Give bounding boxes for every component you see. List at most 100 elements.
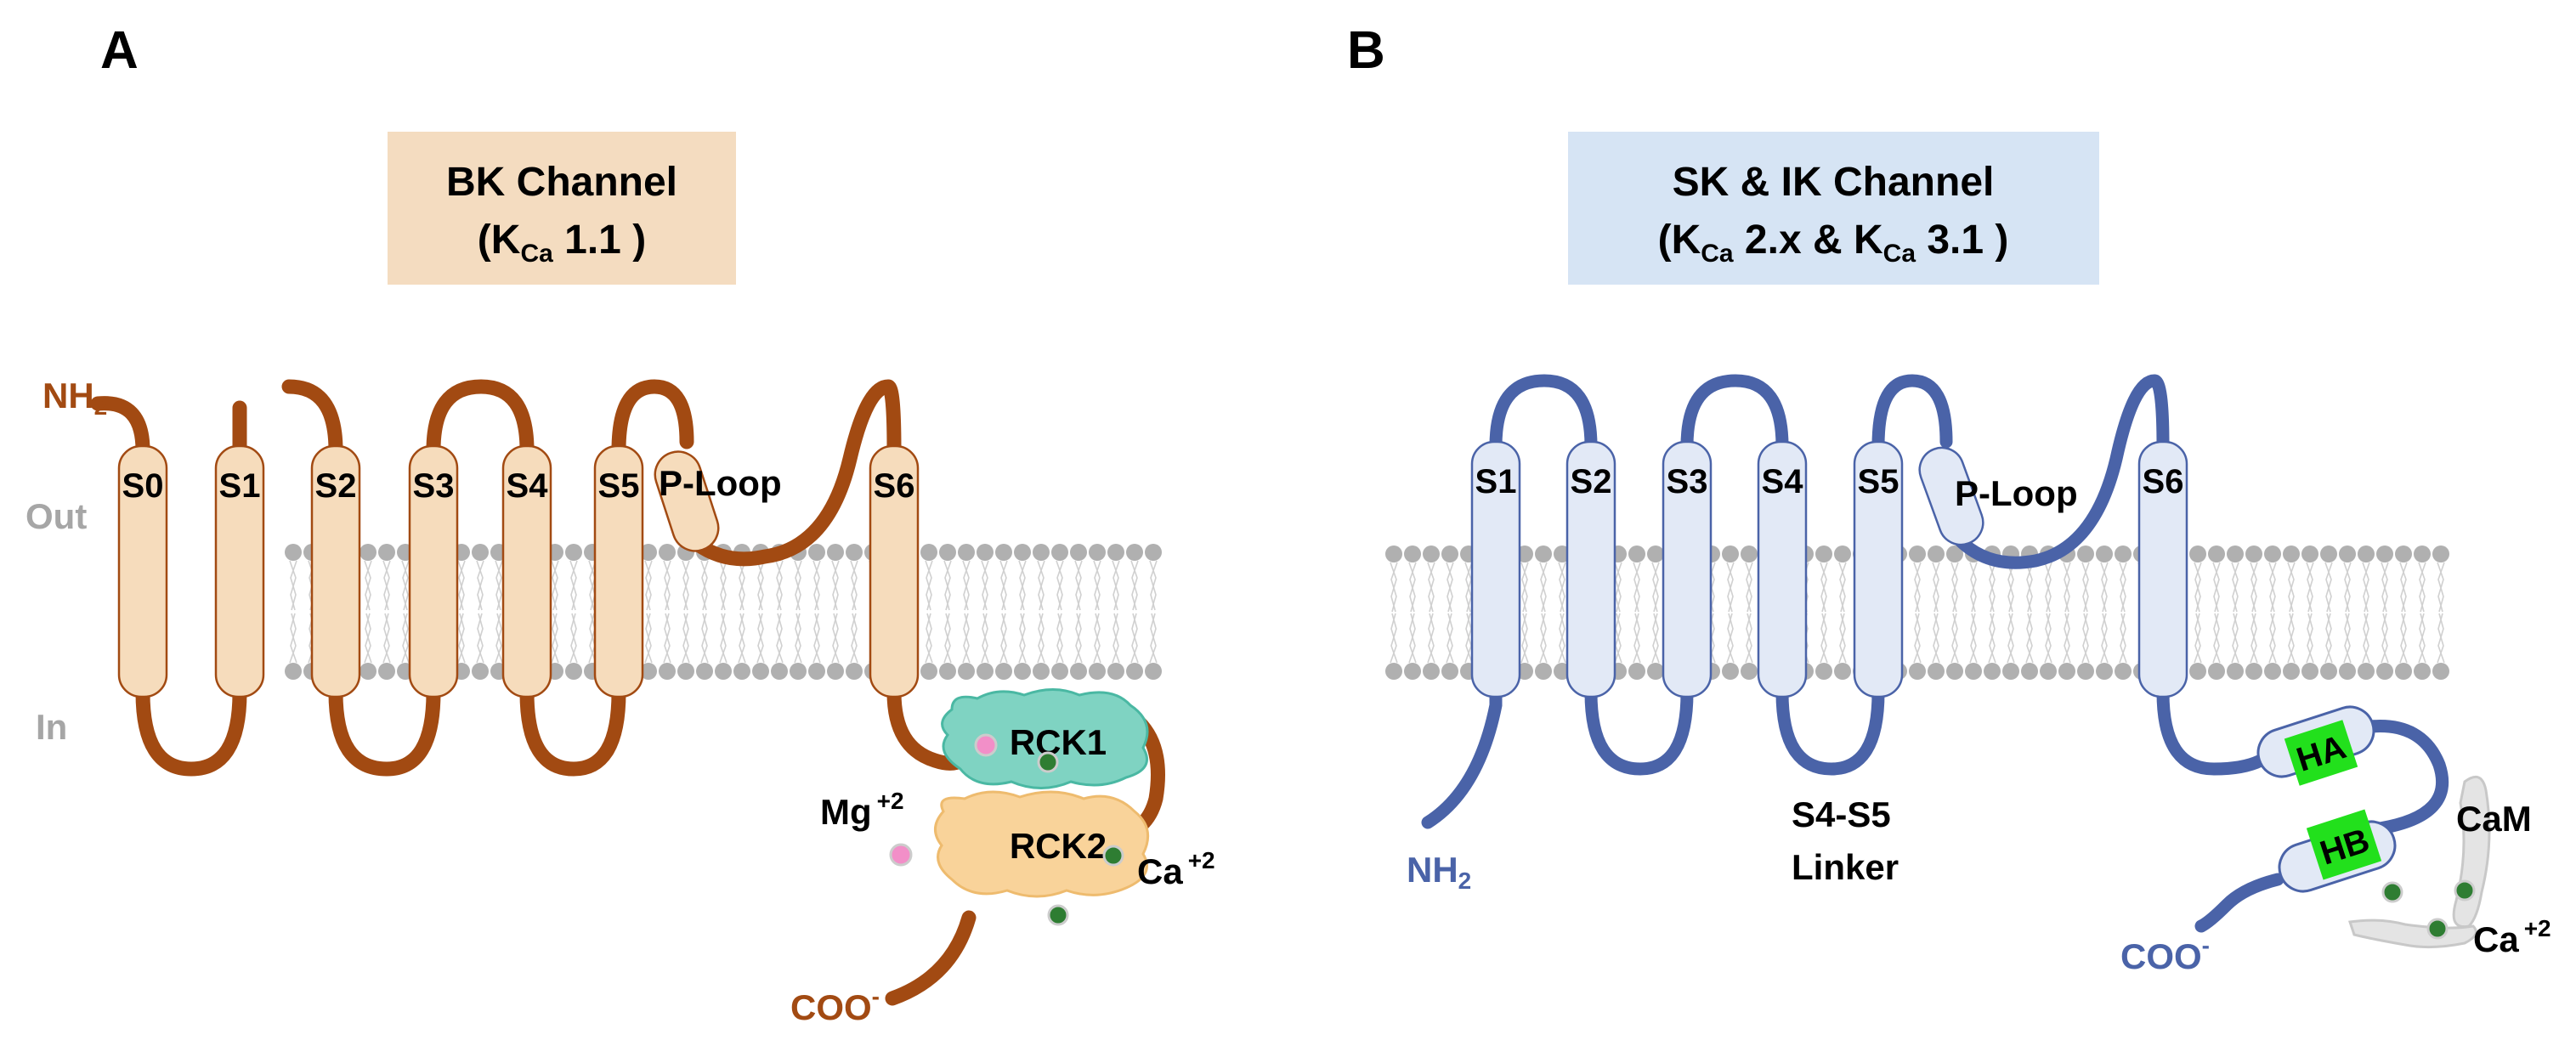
lipid-head <box>378 663 395 680</box>
lipid-head <box>472 663 489 680</box>
lipid-head <box>2432 663 2449 680</box>
lipid-head <box>846 544 863 561</box>
lipid-head <box>1033 663 1050 680</box>
panel-b-nh2-main: NH <box>1407 850 1458 890</box>
panel-b-s5-ploop <box>1871 374 1953 453</box>
lipid-head <box>920 663 937 680</box>
lipid-head <box>2358 545 2375 562</box>
lipid-head <box>1145 544 1162 561</box>
panel-a-helix-s2 <box>310 444 361 698</box>
lipid-tails <box>1037 560 1045 664</box>
lipid-tails <box>1056 560 1064 664</box>
lipid-head <box>1535 545 1552 562</box>
lipid-head <box>360 544 376 561</box>
lipid-head <box>1423 663 1440 680</box>
panel-b-coo-main: COO <box>2120 936 2202 976</box>
lipid-head <box>1385 545 1402 562</box>
panel-b-subtitle-open: (K <box>1658 218 1701 263</box>
lipid-tails <box>756 560 765 664</box>
lipid-head <box>715 663 732 680</box>
lipid-head <box>1815 545 1832 562</box>
lipid-tails <box>644 560 653 664</box>
panel-a-ploop-label: P-Loop <box>659 463 782 503</box>
lipid-tails <box>1969 562 1978 664</box>
panel-a-subtitle: (KCa 1.1 ) <box>478 218 646 268</box>
lipid-tails <box>495 560 503 664</box>
lipid-head <box>1033 544 1050 561</box>
linker-label-line1: S4-S5 <box>1792 794 1891 834</box>
panel-b-loop-s3-s4 <box>1680 374 1789 453</box>
lipid-tails <box>1446 562 1454 664</box>
lipid-tails <box>1913 562 1922 664</box>
lipid-head <box>1441 663 1458 680</box>
rck1-domain <box>941 688 1149 789</box>
lipid-tails <box>1745 562 1753 664</box>
lipid-head <box>677 663 694 680</box>
panel-b-segment-label-s1: S1 <box>1475 463 1517 500</box>
panel-b-letter: B <box>1347 21 1385 80</box>
lipid-tails <box>2081 562 2090 664</box>
panel-b-helix-s4 <box>1757 440 1808 698</box>
in-label: In <box>36 707 67 747</box>
lipid-tails <box>2194 562 2202 664</box>
panel-a-helix-s6 <box>869 444 920 698</box>
lipid-head <box>2264 663 2281 680</box>
lipid-tails <box>962 560 971 664</box>
lipid-head <box>1928 663 1945 680</box>
mg-label-main: Mg <box>820 792 872 832</box>
panel-a-ploop-helix <box>654 450 720 552</box>
lipid-head <box>1628 545 1645 562</box>
lipid-head <box>565 663 582 680</box>
panel-b-coo-label: COO- <box>2120 932 2210 976</box>
lipid-head <box>1946 545 1963 562</box>
lipid-tails <box>2381 562 2389 664</box>
panel-b-ca-sup: +2 <box>2524 915 2551 941</box>
lipid-head <box>2395 663 2412 680</box>
ca-ion-rck2 <box>1102 845 1124 867</box>
lipid-tails <box>1558 562 1566 664</box>
lipid-head <box>1722 663 1739 680</box>
panel-b-helix-s2 <box>1565 440 1616 698</box>
lipid-head <box>2395 545 2412 562</box>
lipid-head <box>1965 663 1982 680</box>
panel-a-helix-s5 <box>593 444 644 698</box>
lipid-head <box>2283 663 2300 680</box>
panel-b-nh2-label: NH2 <box>1407 850 1471 894</box>
lipid-tails <box>1520 562 1529 664</box>
lipid-tails <box>588 560 597 664</box>
out-label: Out <box>25 496 87 536</box>
panel-b-segment-label-s5: S5 <box>1858 463 1899 500</box>
lipid-head <box>2040 663 2057 680</box>
lipid-tails <box>2343 562 2352 664</box>
hb-box <box>2306 809 2382 880</box>
ca-ion-cam-3 <box>2426 918 2449 940</box>
panel-b-segment-label-s6: S6 <box>2143 463 2184 500</box>
lipid-tails <box>1950 562 1959 664</box>
panel-a-subtitle-sub: Ca <box>520 240 553 268</box>
panel-b-nh2-sub: 2 <box>1458 868 1472 894</box>
panel-a-ploop-s6 <box>689 379 902 567</box>
lipid-tails <box>1464 562 1473 664</box>
lipid-tails <box>551 560 559 664</box>
lipid-head <box>1404 663 1421 680</box>
panel-a-ca-label: Ca+2 <box>1137 847 1215 891</box>
ca-ion-cam-1 <box>2381 881 2403 903</box>
panel-b-loop-s2-s3 <box>1584 686 1694 776</box>
lipid-head <box>808 663 825 680</box>
lipid-head <box>659 544 676 561</box>
lipid-head <box>1628 663 1645 680</box>
lipid-head <box>1385 663 1402 680</box>
lipid-tails <box>2212 562 2221 664</box>
lipid-head <box>2021 663 2038 680</box>
lipid-tails <box>663 560 671 664</box>
lipid-head <box>958 663 975 680</box>
lipid-head <box>1014 663 1031 680</box>
lipid-head <box>2115 663 2132 680</box>
lipid-head <box>1647 545 1664 562</box>
lipid-head <box>472 544 489 561</box>
lipid-tails <box>2044 562 2052 664</box>
lipid-head <box>360 663 376 680</box>
panel-b-s6-ha <box>2156 686 2267 776</box>
panel-b-subtitle-rest: 3.1 ) <box>1916 218 2008 263</box>
